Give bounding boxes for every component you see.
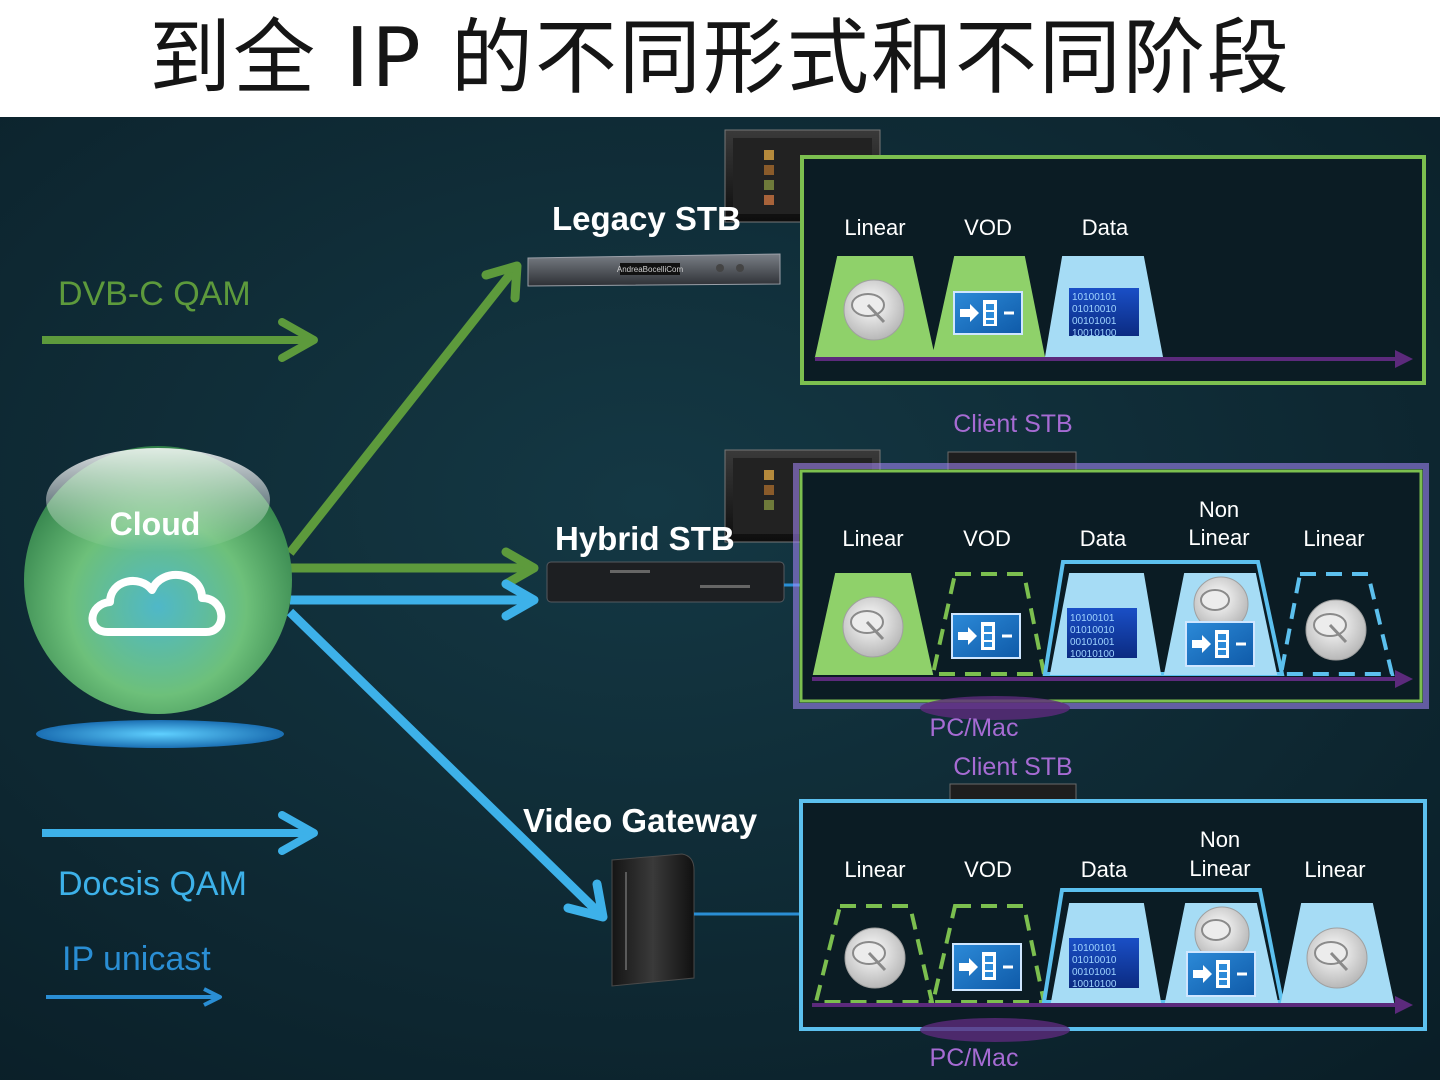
hybrid-label-non: Non [1199, 497, 1239, 522]
gateway-label-linear2: Linear [1304, 857, 1365, 882]
gateway-satellite-icon-2 [1194, 906, 1250, 962]
orb-base [36, 720, 284, 748]
client-stb-label-1: Client STB [953, 410, 1072, 438]
hybrid-trap-linear2 [1278, 572, 1395, 676]
gateway-label-nonlinear: Linear [1189, 856, 1250, 881]
gateway-satellite-icon-3 [1306, 927, 1368, 989]
hybrid-label-vod: VOD [963, 526, 1011, 551]
hybrid-stb-body [546, 561, 785, 603]
arrow-to-legacy [286, 261, 522, 556]
gateway-vod-icon-1 [952, 943, 1022, 991]
gateway-vod-icon-2 [1186, 951, 1256, 997]
hybrid-stb-device [546, 561, 785, 603]
gateway-label-non: Non [1200, 827, 1240, 852]
legacy-data-row-2: 01010010 [1072, 304, 1117, 315]
panel-hybrid-glow [793, 463, 1429, 709]
legend-ip-arrow [46, 987, 222, 1007]
gateway-timeline-arrow [812, 996, 1413, 1014]
legend-dvb-arrow [42, 318, 318, 362]
pc-mac-base-2 [920, 1018, 1070, 1042]
hybrid-data-row-3: 00101001 [1070, 637, 1115, 648]
gateway-data-row-3: 00101001 [1072, 967, 1117, 978]
legacy-label-data: Data [1082, 215, 1129, 240]
gateway-label-linear: Linear [844, 857, 905, 882]
hybrid-vod-icon-2 [1185, 621, 1255, 667]
legacy-label-vod: VOD [964, 215, 1012, 240]
panel-gateway: Linear VOD Data Non Linear Linear [799, 799, 1427, 1031]
gateway-data-row-4: 10010100 [1072, 979, 1117, 990]
panel-legacy: Linear VOD Data [800, 155, 1426, 385]
legacy-stb-display [620, 263, 680, 275]
legacy-vod-icon [953, 291, 1023, 335]
arrow-to-gateway [286, 608, 608, 922]
hybrid-data-row-4: 10010100 [1070, 649, 1115, 660]
diagram-svg: DVB-C QAM Docsis QAM IP unicast [0, 117, 1440, 1080]
hybrid-label-nonlinear: Linear [1188, 525, 1249, 550]
slide-title: 到全 IP 的不同形式和不同阶段 [149, 11, 1291, 106]
flow-arrows [286, 261, 608, 922]
legacy-data-row-3: 00101001 [1072, 316, 1117, 327]
device-hybrid-label: Hybrid STB [555, 520, 735, 557]
pc-mac-label-1: PC/Mac [930, 714, 1019, 742]
hybrid-data-row-2: 01010010 [1070, 625, 1115, 636]
legacy-stb-display-text: AndreaBocelliCom [617, 265, 684, 274]
hybrid-ip-envelope [1042, 560, 1285, 676]
arrow-to-hybrid-blue [290, 579, 539, 621]
legend-dvb-label: DVB-C QAM [58, 275, 251, 313]
hybrid-satellite-icon-1 [842, 596, 904, 658]
legacy-data-row-1: 10100101 [1072, 292, 1117, 303]
hybrid-data-row-1: 10100101 [1070, 613, 1115, 624]
legacy-data-row-4: 10010100 [1072, 328, 1117, 339]
pc-mac-base-1 [920, 696, 1070, 720]
diagram-canvas: DVB-C QAM Docsis QAM IP unicast [0, 117, 1440, 1080]
client-stb-label-2: Client STB [953, 753, 1072, 781]
legend-docsis-arrow [42, 811, 318, 855]
hybrid-label-data: Data [1080, 526, 1127, 551]
cloud-label: Cloud [110, 506, 201, 542]
hybrid-label-linear: Linear [842, 526, 903, 551]
gateway-data-row-2: 01010010 [1072, 955, 1117, 966]
cloud-icon [88, 570, 226, 636]
orb-highlight [46, 448, 270, 552]
gateway-trap-linear [813, 904, 935, 1004]
gateway-satellite-icon-1 [844, 927, 906, 989]
hybrid-label-linear2: Linear [1303, 526, 1364, 551]
arrow-to-hybrid-green [290, 547, 539, 589]
legend: DVB-C QAM Docsis QAM IP unicast [42, 275, 318, 1007]
gateway-data-row-1: 10100101 [1072, 943, 1117, 954]
hybrid-vod-icon-1 [951, 613, 1021, 659]
gateway-label-data: Data [1081, 857, 1128, 882]
gateway-device [611, 853, 695, 987]
hybrid-satellite-icon-2 [1193, 576, 1249, 632]
gateway-label-vod: VOD [964, 857, 1012, 882]
pc-mac-label-2: PC/Mac [930, 1044, 1019, 1072]
hybrid-satellite-icon-3 [1305, 599, 1367, 661]
cloud-orb: Cloud [24, 446, 292, 748]
header-bar: 到全 IP 的不同形式和不同阶段 [0, 0, 1440, 117]
gateway-data-icon: 10100101 01010010 00101001 10010100 [1069, 938, 1139, 990]
device-legacy-label: Legacy STB [552, 200, 741, 237]
hybrid-data-icon: 10100101 01010010 00101001 10010100 [1067, 608, 1137, 660]
hybrid-timeline-arrow [812, 670, 1413, 688]
legacy-timeline-arrow [815, 350, 1413, 368]
device-gateway-label: Video Gateway [523, 802, 758, 839]
panel-hybrid: Linear VOD Data Non Linear Linear [793, 463, 1429, 709]
legacy-data-icon: 10100101 01010010 00101001 10010100 [1069, 288, 1139, 339]
legend-docsis-label: Docsis QAM [58, 865, 247, 903]
legacy-satellite-icon [843, 279, 905, 341]
legacy-label-linear: Linear [844, 215, 905, 240]
gateway-body [611, 853, 695, 987]
legacy-stb-device: AndreaBocelliCom [527, 253, 781, 287]
legend-ip-label: IP unicast [62, 940, 211, 978]
